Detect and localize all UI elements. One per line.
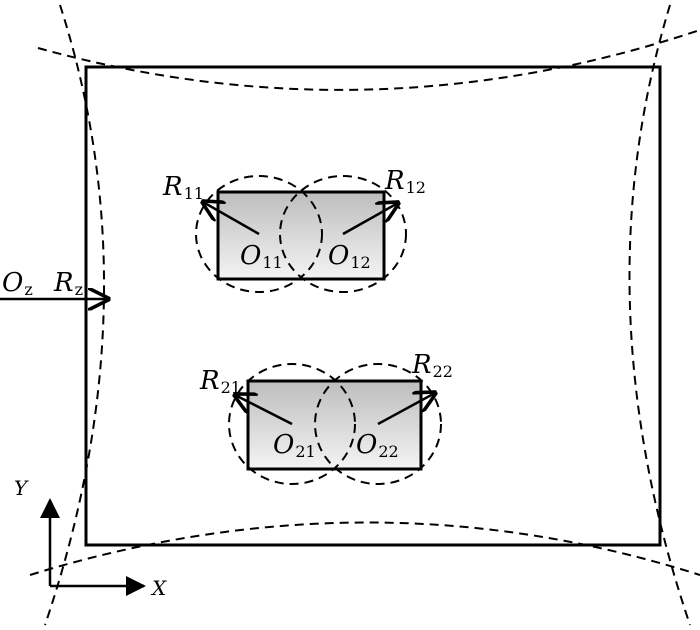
label-r21: R21 bbox=[200, 366, 241, 397]
label-o11: O11 bbox=[240, 241, 283, 272]
inclusion-1-rect bbox=[216, 190, 386, 281]
radius-r21-arrow bbox=[235, 395, 293, 426]
outer-boundary bbox=[84, 65, 662, 547]
curve-bottom bbox=[29, 521, 700, 576]
label-o22: O22 bbox=[356, 430, 399, 461]
curve-right bbox=[628, 4, 691, 626]
curve-top bbox=[37, 29, 700, 91]
label-r11: R11 bbox=[163, 172, 204, 203]
label-r12: R12 bbox=[385, 166, 426, 197]
axes bbox=[40, 498, 146, 596]
circle-o11 bbox=[195, 175, 323, 293]
curved-boundary bbox=[29, 4, 700, 626]
label-o21: O21 bbox=[273, 430, 316, 461]
label-o12: O12 bbox=[328, 241, 371, 272]
inclusion-1 bbox=[195, 175, 407, 293]
inclusion-2 bbox=[228, 363, 442, 485]
label-axis-y: Y bbox=[14, 476, 28, 500]
circle-o21 bbox=[228, 363, 356, 485]
radius-r11-arrow bbox=[203, 202, 260, 236]
circle-o22 bbox=[314, 363, 442, 485]
inclusion-2-rect bbox=[246, 379, 423, 471]
label-axis-x: X bbox=[152, 576, 167, 600]
label-r22: R22 bbox=[412, 350, 453, 381]
label-rz: Rz bbox=[54, 268, 84, 299]
radius-r22-arrow bbox=[377, 393, 435, 426]
label-oz: Oz bbox=[2, 268, 33, 299]
curve-left bbox=[44, 4, 106, 626]
radius-r12-arrow bbox=[342, 203, 398, 236]
circle-o12 bbox=[279, 175, 407, 293]
